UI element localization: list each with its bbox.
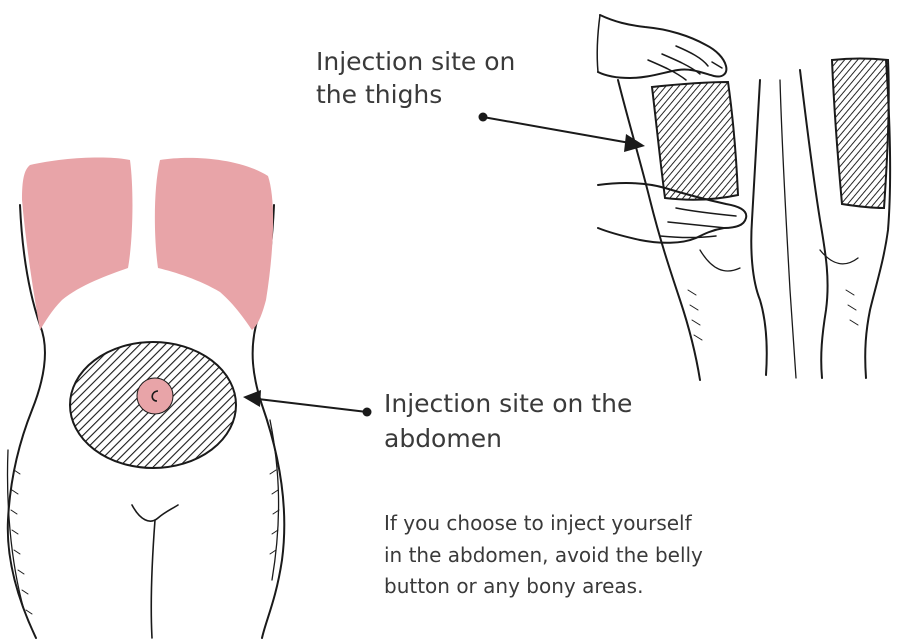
abdomen-label-line-2: abdomen — [384, 422, 632, 457]
note-line-2: in the abdomen, avoid the belly — [384, 540, 703, 572]
thigh-label-line-2: the thighs — [316, 78, 515, 111]
right-leg-outline — [800, 70, 828, 378]
left-leg-inner — [751, 80, 766, 375]
left-thigh-injection-zone — [652, 82, 738, 200]
lower-hand-fingers — [660, 208, 736, 238]
note-line-1: If you choose to inject yourself — [384, 508, 703, 540]
right-thigh-injection-zone — [832, 59, 889, 209]
torso-side-shading — [11, 470, 279, 614]
right-upper-pink-area — [155, 158, 273, 330]
abdomen-label-line-1: Injection site on the — [384, 387, 632, 422]
thigh-callout-arrow — [479, 113, 646, 153]
abdomen-advice-note: If you choose to inject yourself in the … — [384, 508, 703, 603]
torso-right-inner — [270, 420, 279, 580]
note-line-3: button or any bony areas. — [384, 571, 703, 603]
torso-thigh-gap — [151, 520, 155, 638]
thigh-label-line-1: Injection site on — [316, 45, 515, 78]
upper-arm — [597, 15, 600, 72]
left-upper-pink-area — [22, 158, 132, 330]
upper-hand — [598, 15, 726, 78]
thigh-site-label: Injection site on the thighs — [316, 45, 515, 111]
torso-groin-line — [132, 505, 178, 521]
leg-shading — [688, 290, 858, 340]
abdomen-site-label: Injection site on the abdomen — [384, 387, 632, 456]
belly-button — [137, 378, 173, 414]
